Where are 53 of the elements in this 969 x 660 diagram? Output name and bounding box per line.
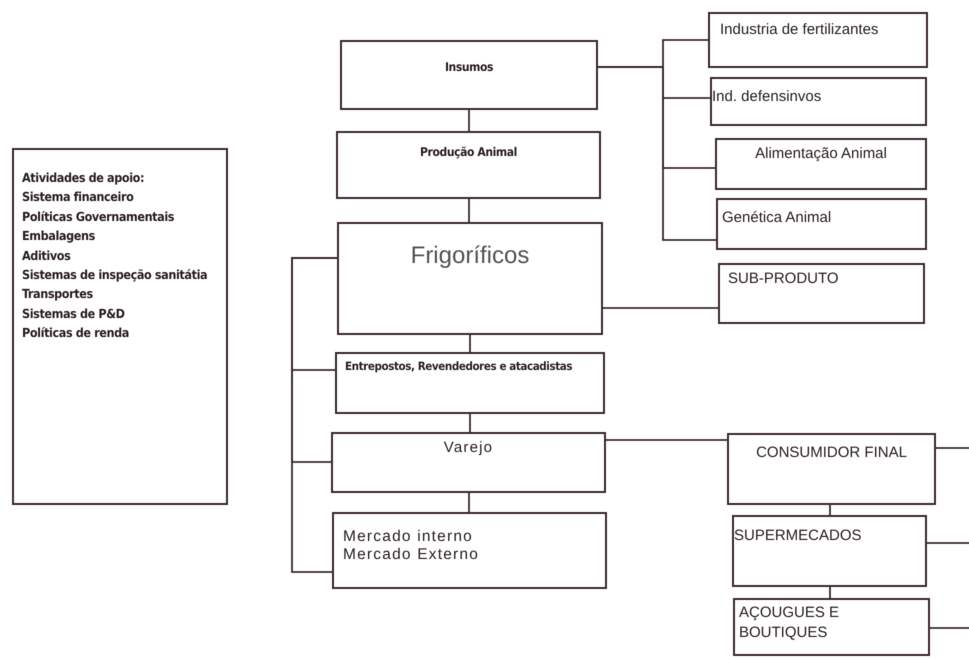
connector-line bbox=[291, 257, 337, 573]
list-item: Políticas Governamentais bbox=[22, 208, 174, 226]
node-label: Industria de fertilizantes bbox=[720, 20, 878, 40]
list-item: Embalagens bbox=[22, 227, 95, 246]
process-box bbox=[718, 263, 925, 324]
process-box bbox=[727, 433, 936, 505]
connector-line bbox=[829, 505, 831, 515]
node-label: Genética Animal bbox=[722, 209, 832, 227]
support-activities-box bbox=[12, 148, 228, 505]
connector-line bbox=[829, 587, 831, 598]
process-box bbox=[337, 222, 603, 335]
connector-line bbox=[468, 110, 470, 131]
list-item: Sistema financeiro bbox=[22, 188, 134, 206]
list-item: Transportes bbox=[22, 285, 93, 304]
connector-line bbox=[468, 199, 470, 222]
node-label: Frigoríficos bbox=[410, 242, 530, 271]
process-box bbox=[710, 77, 927, 126]
node-label: Mercado interno bbox=[343, 528, 474, 546]
list-item: Políticas de renda bbox=[22, 324, 129, 342]
connector-line bbox=[598, 66, 716, 241]
process-box bbox=[733, 598, 930, 656]
node-label: Varejo bbox=[444, 439, 494, 457]
node-label: SUPERMECADOS bbox=[734, 527, 862, 545]
process-box bbox=[340, 40, 598, 110]
list-item: Sistemas de P&D bbox=[22, 304, 125, 323]
connector-line bbox=[469, 335, 471, 352]
process-box bbox=[332, 512, 607, 589]
process-box bbox=[335, 352, 605, 414]
process-box bbox=[732, 515, 927, 587]
process-box bbox=[336, 131, 601, 199]
node-label: Alimentação Animal bbox=[755, 145, 887, 163]
node-label: SUB-PRODUTO bbox=[728, 270, 839, 288]
process-box bbox=[715, 138, 927, 190]
process-box bbox=[708, 12, 928, 68]
process-box bbox=[331, 432, 606, 493]
list-heading: Atividades de apoio: bbox=[22, 169, 144, 187]
list-item: Sistemas de inspeção sanitátia bbox=[22, 266, 208, 284]
node-label: AÇOUGUES E BOUTIQUES bbox=[739, 603, 840, 642]
node-label: Mercado Externo bbox=[343, 546, 480, 564]
connector-line bbox=[603, 307, 718, 309]
connector-line bbox=[468, 493, 470, 512]
node-label: CONSUMIDOR FINAL bbox=[756, 443, 907, 463]
node-label: Produção Animal bbox=[420, 145, 517, 160]
connector-line bbox=[930, 627, 969, 629]
connector-line bbox=[606, 439, 727, 441]
connector-line bbox=[927, 542, 969, 544]
list-item: Aditivos bbox=[22, 246, 70, 264]
node-label: Ind. defensinvos bbox=[712, 88, 822, 106]
connector-line bbox=[936, 447, 969, 449]
connector-line bbox=[469, 414, 471, 432]
node-label: Entrepostos, Revendedores e atacadistas bbox=[345, 358, 572, 375]
node-label: Insumos bbox=[444, 60, 494, 74]
process-box bbox=[716, 198, 927, 250]
